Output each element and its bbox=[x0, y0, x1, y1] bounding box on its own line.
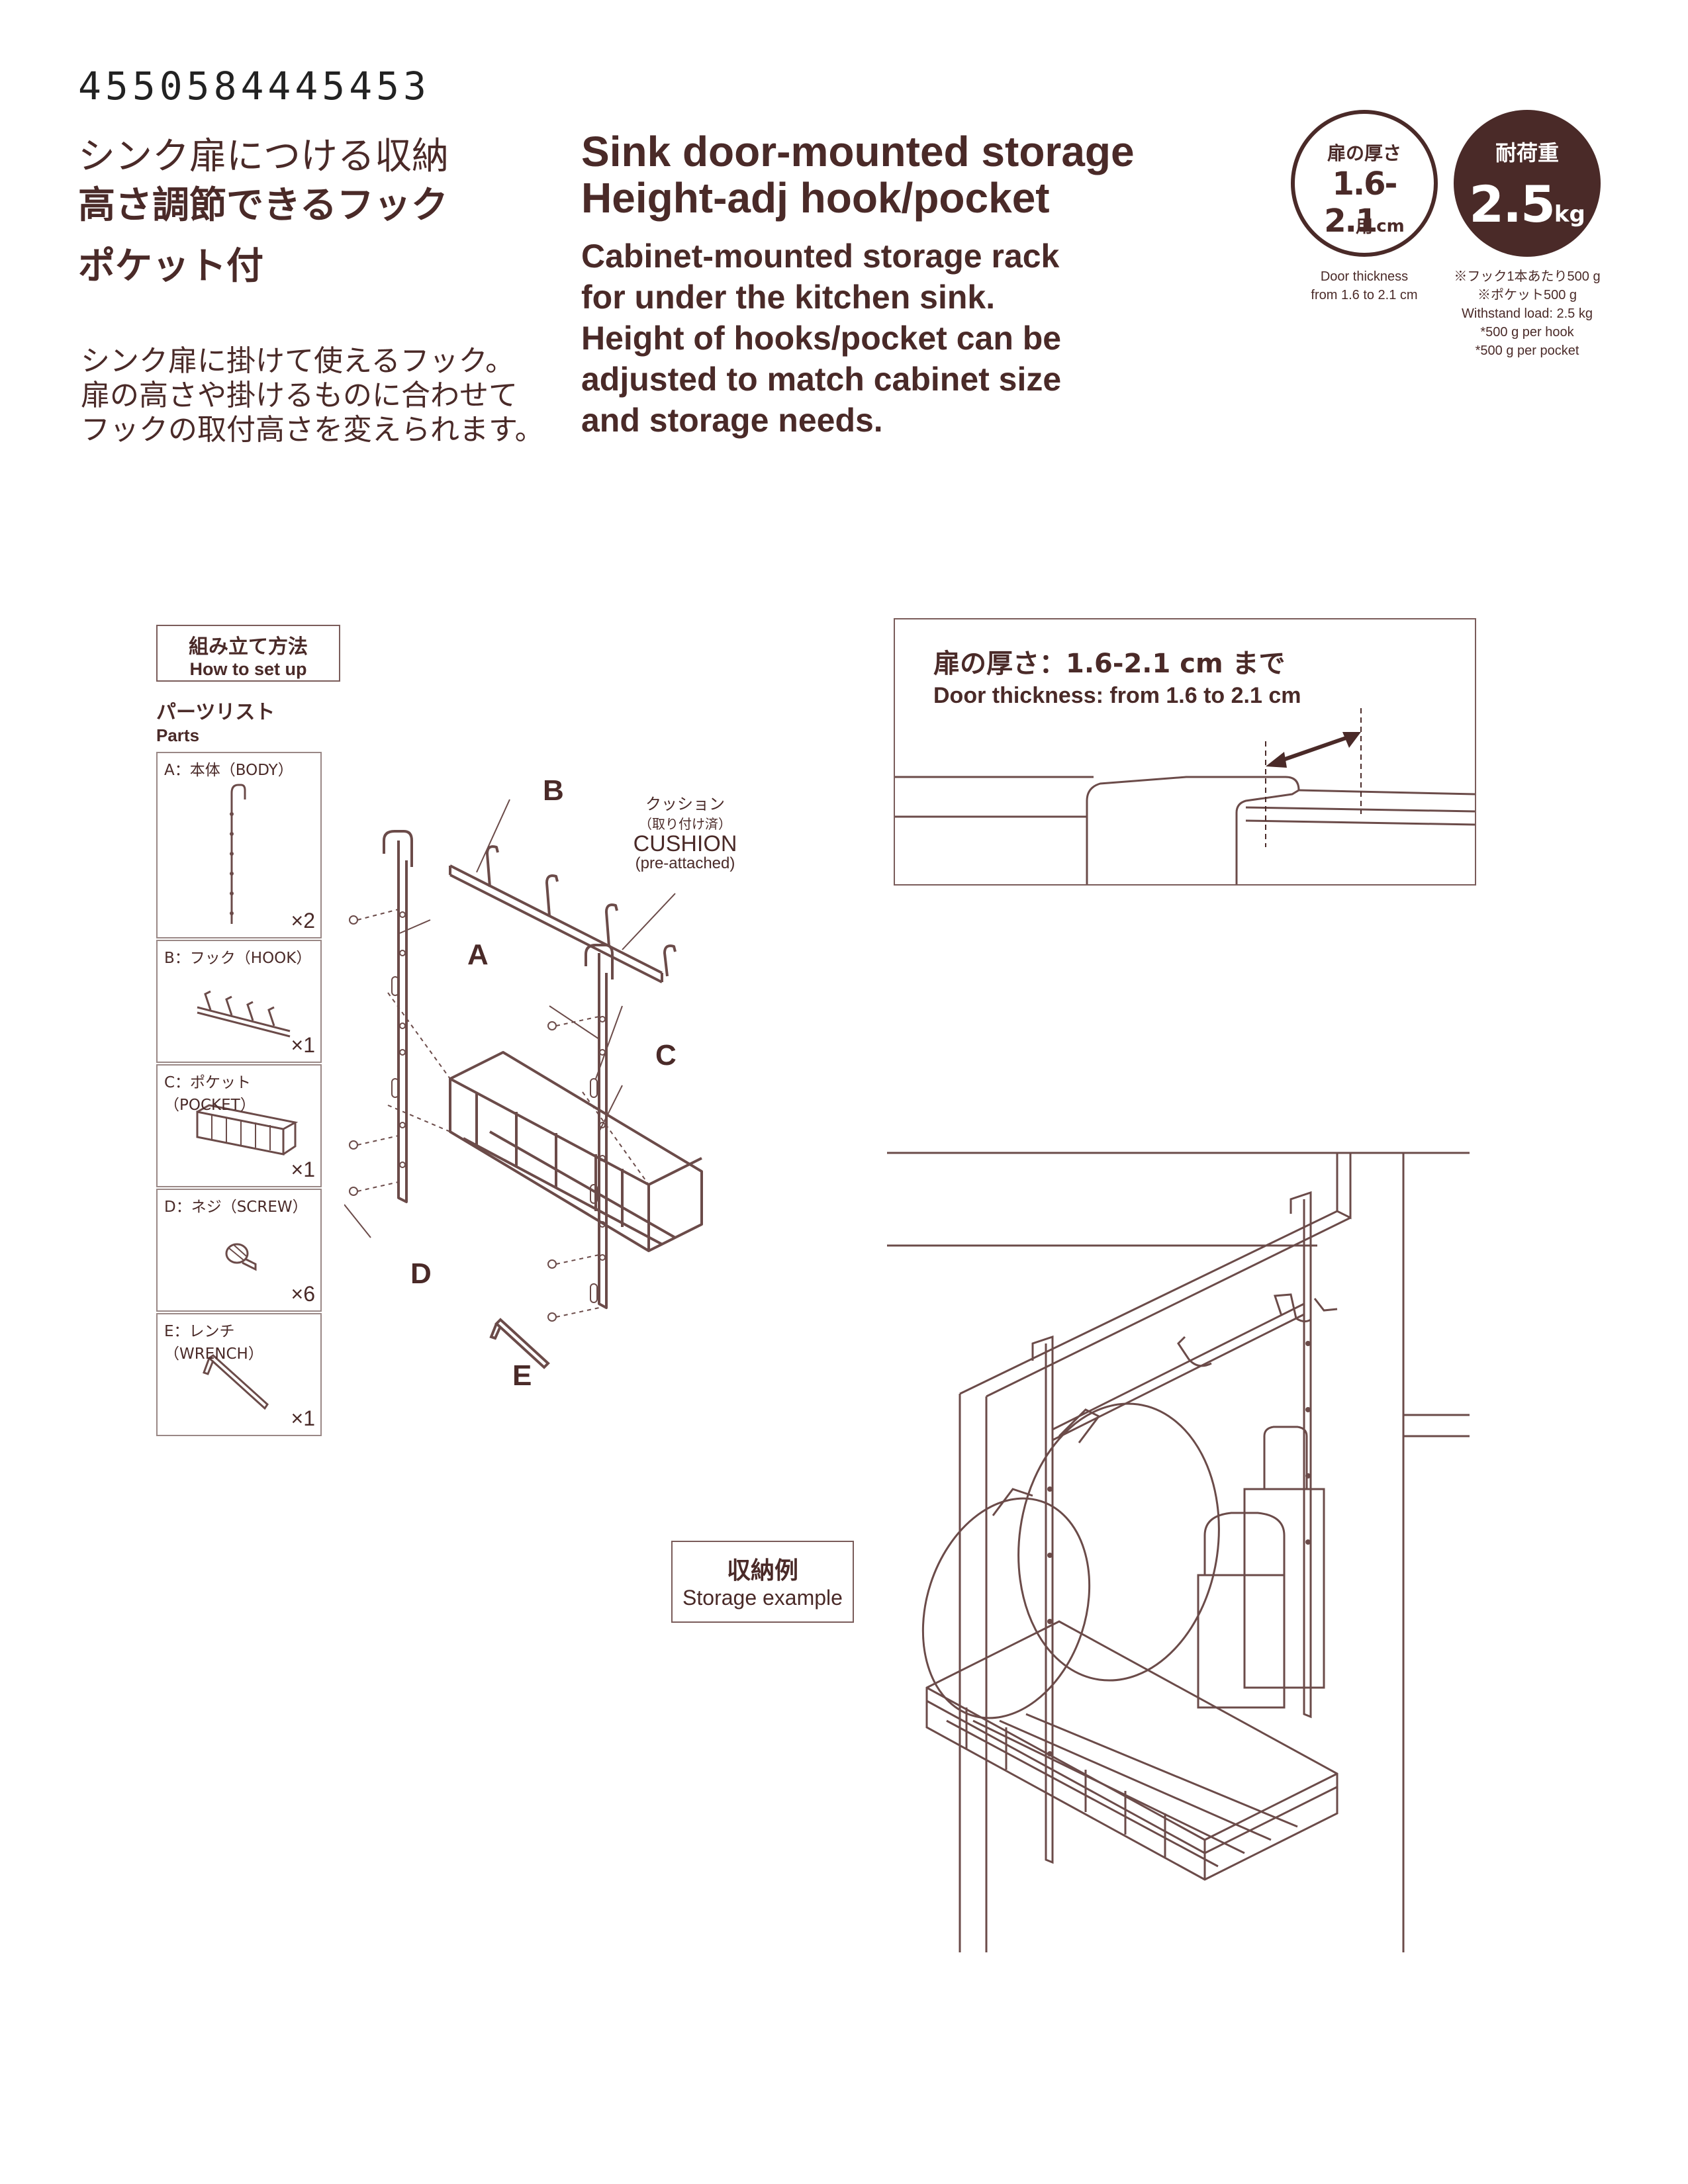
load-note-line4: *500 g per hook bbox=[1480, 325, 1574, 340]
door-badge-label: 扉の厚さ bbox=[1327, 142, 1401, 164]
en-title: Sink door-mounted storage Height-adj hoo… bbox=[581, 128, 1135, 221]
part-c-pocket: C：ポケット（POCKET） ×1 bbox=[156, 1064, 322, 1187]
parts-title-jp: パーツリスト bbox=[156, 701, 275, 724]
screw-part-icon bbox=[225, 1243, 257, 1271]
load-badge-note: ※フック1本あたり500 g ※ポケット500 g Withstand load… bbox=[1430, 267, 1624, 360]
door-detail-subtitle: Door thickness: from 1.6 to 2.1 cm bbox=[933, 683, 1301, 708]
jan-code: 4550584445453 bbox=[78, 64, 430, 109]
jp-title-line3: ポケット付 bbox=[78, 245, 263, 288]
part-e-count: ×1 bbox=[291, 1406, 315, 1430]
cushion-jp-sub: （取り付け済） bbox=[639, 816, 731, 832]
callout-b: B bbox=[543, 774, 564, 807]
load-badge-number: 2.5 bbox=[1469, 175, 1556, 234]
part-d-count: ×6 bbox=[291, 1282, 315, 1306]
door-badge-unit: cm bbox=[1376, 216, 1405, 236]
storage-example-jp: 収納例 bbox=[726, 1557, 798, 1584]
load-capacity-badge: 耐荷重 2.5kg bbox=[1454, 110, 1601, 257]
jp-desc-line2: 扉の高さや掛けるものに合わせて bbox=[81, 379, 518, 412]
load-note-line1: ※フック1本あたり500 g bbox=[1454, 269, 1601, 284]
part-d-label: D：ネジ（SCREW） bbox=[164, 1199, 308, 1216]
jp-desc-line3: フックの取付高さを変えられます。 bbox=[81, 413, 544, 447]
cushion-label: クッション （取り付け済） CUSHION (pre-attached) bbox=[609, 794, 761, 874]
part-b-count: ×1 bbox=[291, 1033, 315, 1057]
callout-e: E bbox=[512, 1359, 532, 1392]
load-badge-label: 耐荷重 bbox=[1495, 140, 1559, 165]
part-c-count: ×1 bbox=[291, 1158, 315, 1181]
parts-title-en: Parts bbox=[156, 725, 200, 745]
storage-example-illustration bbox=[887, 1152, 1470, 1952]
en-desc-line2: for under the kitchen sink. bbox=[581, 279, 996, 316]
en-desc-line3: Height of hooks/pocket can be bbox=[581, 320, 1062, 357]
callout-d: D bbox=[410, 1257, 432, 1290]
parts-title: パーツリスト Parts bbox=[156, 702, 275, 747]
en-description: Cabinet-mounted storage rack for under t… bbox=[581, 236, 1177, 441]
jp-title: シンク扉につける収納 高さ調節できるフック ポケット付 bbox=[78, 132, 449, 291]
en-desc-line1: Cabinet-mounted storage rack bbox=[581, 238, 1060, 275]
how-to-set-up-label: 組み立て方法 How to set up bbox=[156, 625, 340, 682]
part-e-wrench: E：レンチ（WRENCH） ×1 bbox=[156, 1313, 322, 1436]
part-b-label: B：フック（HOOK） bbox=[164, 950, 312, 967]
door-note-line1: Door thickness bbox=[1320, 269, 1409, 284]
jp-description: シンク扉に掛けて使えるフック。 扉の高さや掛けるものに合わせて フックの取付高さ… bbox=[81, 344, 544, 447]
jp-desc-line1: シンク扉に掛けて使えるフック。 bbox=[81, 344, 515, 378]
pocket-part-icon bbox=[196, 1104, 299, 1156]
wrench-part-icon bbox=[203, 1354, 269, 1410]
body-part-icon bbox=[230, 784, 246, 924]
load-note-line2: ※ポケット500 g bbox=[1477, 288, 1577, 302]
part-a-label: A：本体（BODY） bbox=[164, 762, 293, 779]
storage-example-label: 収納例 Storage example bbox=[671, 1541, 854, 1623]
door-badge-value: 1.6-2.1cm bbox=[1295, 165, 1434, 240]
cushion-en-sub: (pre-attached) bbox=[635, 854, 735, 872]
door-note-line2: from 1.6 to 2.1 cm bbox=[1311, 288, 1418, 302]
door-thickness-badge: 扉の厚さ 1.6-2.1cm 用 bbox=[1291, 110, 1438, 257]
setup-jp: 組み立て方法 bbox=[189, 635, 308, 659]
callout-a: A bbox=[467, 938, 489, 971]
setup-en: How to set up bbox=[189, 659, 307, 679]
door-detail-title: 扉の厚さ：1.6-2.1 cm まで bbox=[933, 649, 1286, 679]
load-badge-unit: kg bbox=[1554, 201, 1585, 228]
load-note-line5: *500 g per pocket bbox=[1475, 343, 1579, 358]
door-badge-number: 1.6-2.1 bbox=[1324, 165, 1397, 240]
storage-example-en: Storage example bbox=[682, 1586, 843, 1610]
en-title-line1: Sink door-mounted storage bbox=[581, 128, 1135, 175]
jp-title-line2: 高さ調節できるフック bbox=[78, 184, 448, 227]
en-title-line2: Height-adj hook/pocket bbox=[581, 174, 1050, 222]
jp-title-line1: シンク扉につける収納 bbox=[78, 135, 449, 178]
door-badge-note: Door thickness from 1.6 to 2.1 cm bbox=[1278, 267, 1451, 304]
part-a-body: A：本体（BODY） ×2 bbox=[156, 752, 322, 938]
part-e-label: E：レンチ（WRENCH） bbox=[164, 1323, 263, 1363]
cushion-jp: クッション bbox=[645, 795, 725, 813]
cushion-en: CUSHION bbox=[633, 831, 737, 856]
en-desc-line4: adjusted to match cabinet size bbox=[581, 361, 1062, 398]
exploded-assembly-diagram bbox=[344, 799, 703, 1369]
en-desc-line5: and storage needs. bbox=[581, 402, 883, 439]
door-badge-suffix: 用 bbox=[1355, 217, 1373, 237]
door-thickness-detail-drawing bbox=[895, 708, 1475, 884]
callout-c: C bbox=[655, 1039, 677, 1071]
part-c-label: C：ポケット（POCKET） bbox=[164, 1074, 256, 1114]
hook-part-icon bbox=[197, 990, 291, 1038]
part-d-screw: D：ネジ（SCREW） ×6 bbox=[156, 1189, 322, 1312]
load-note-line3: Withstand load: 2.5 kg bbox=[1462, 306, 1593, 321]
part-b-hook: B：フック（HOOK） ×1 bbox=[156, 940, 322, 1063]
load-badge-value: 2.5kg bbox=[1454, 175, 1601, 234]
door-thickness-detail-frame bbox=[894, 618, 1476, 886]
part-a-count: ×2 bbox=[291, 909, 315, 933]
